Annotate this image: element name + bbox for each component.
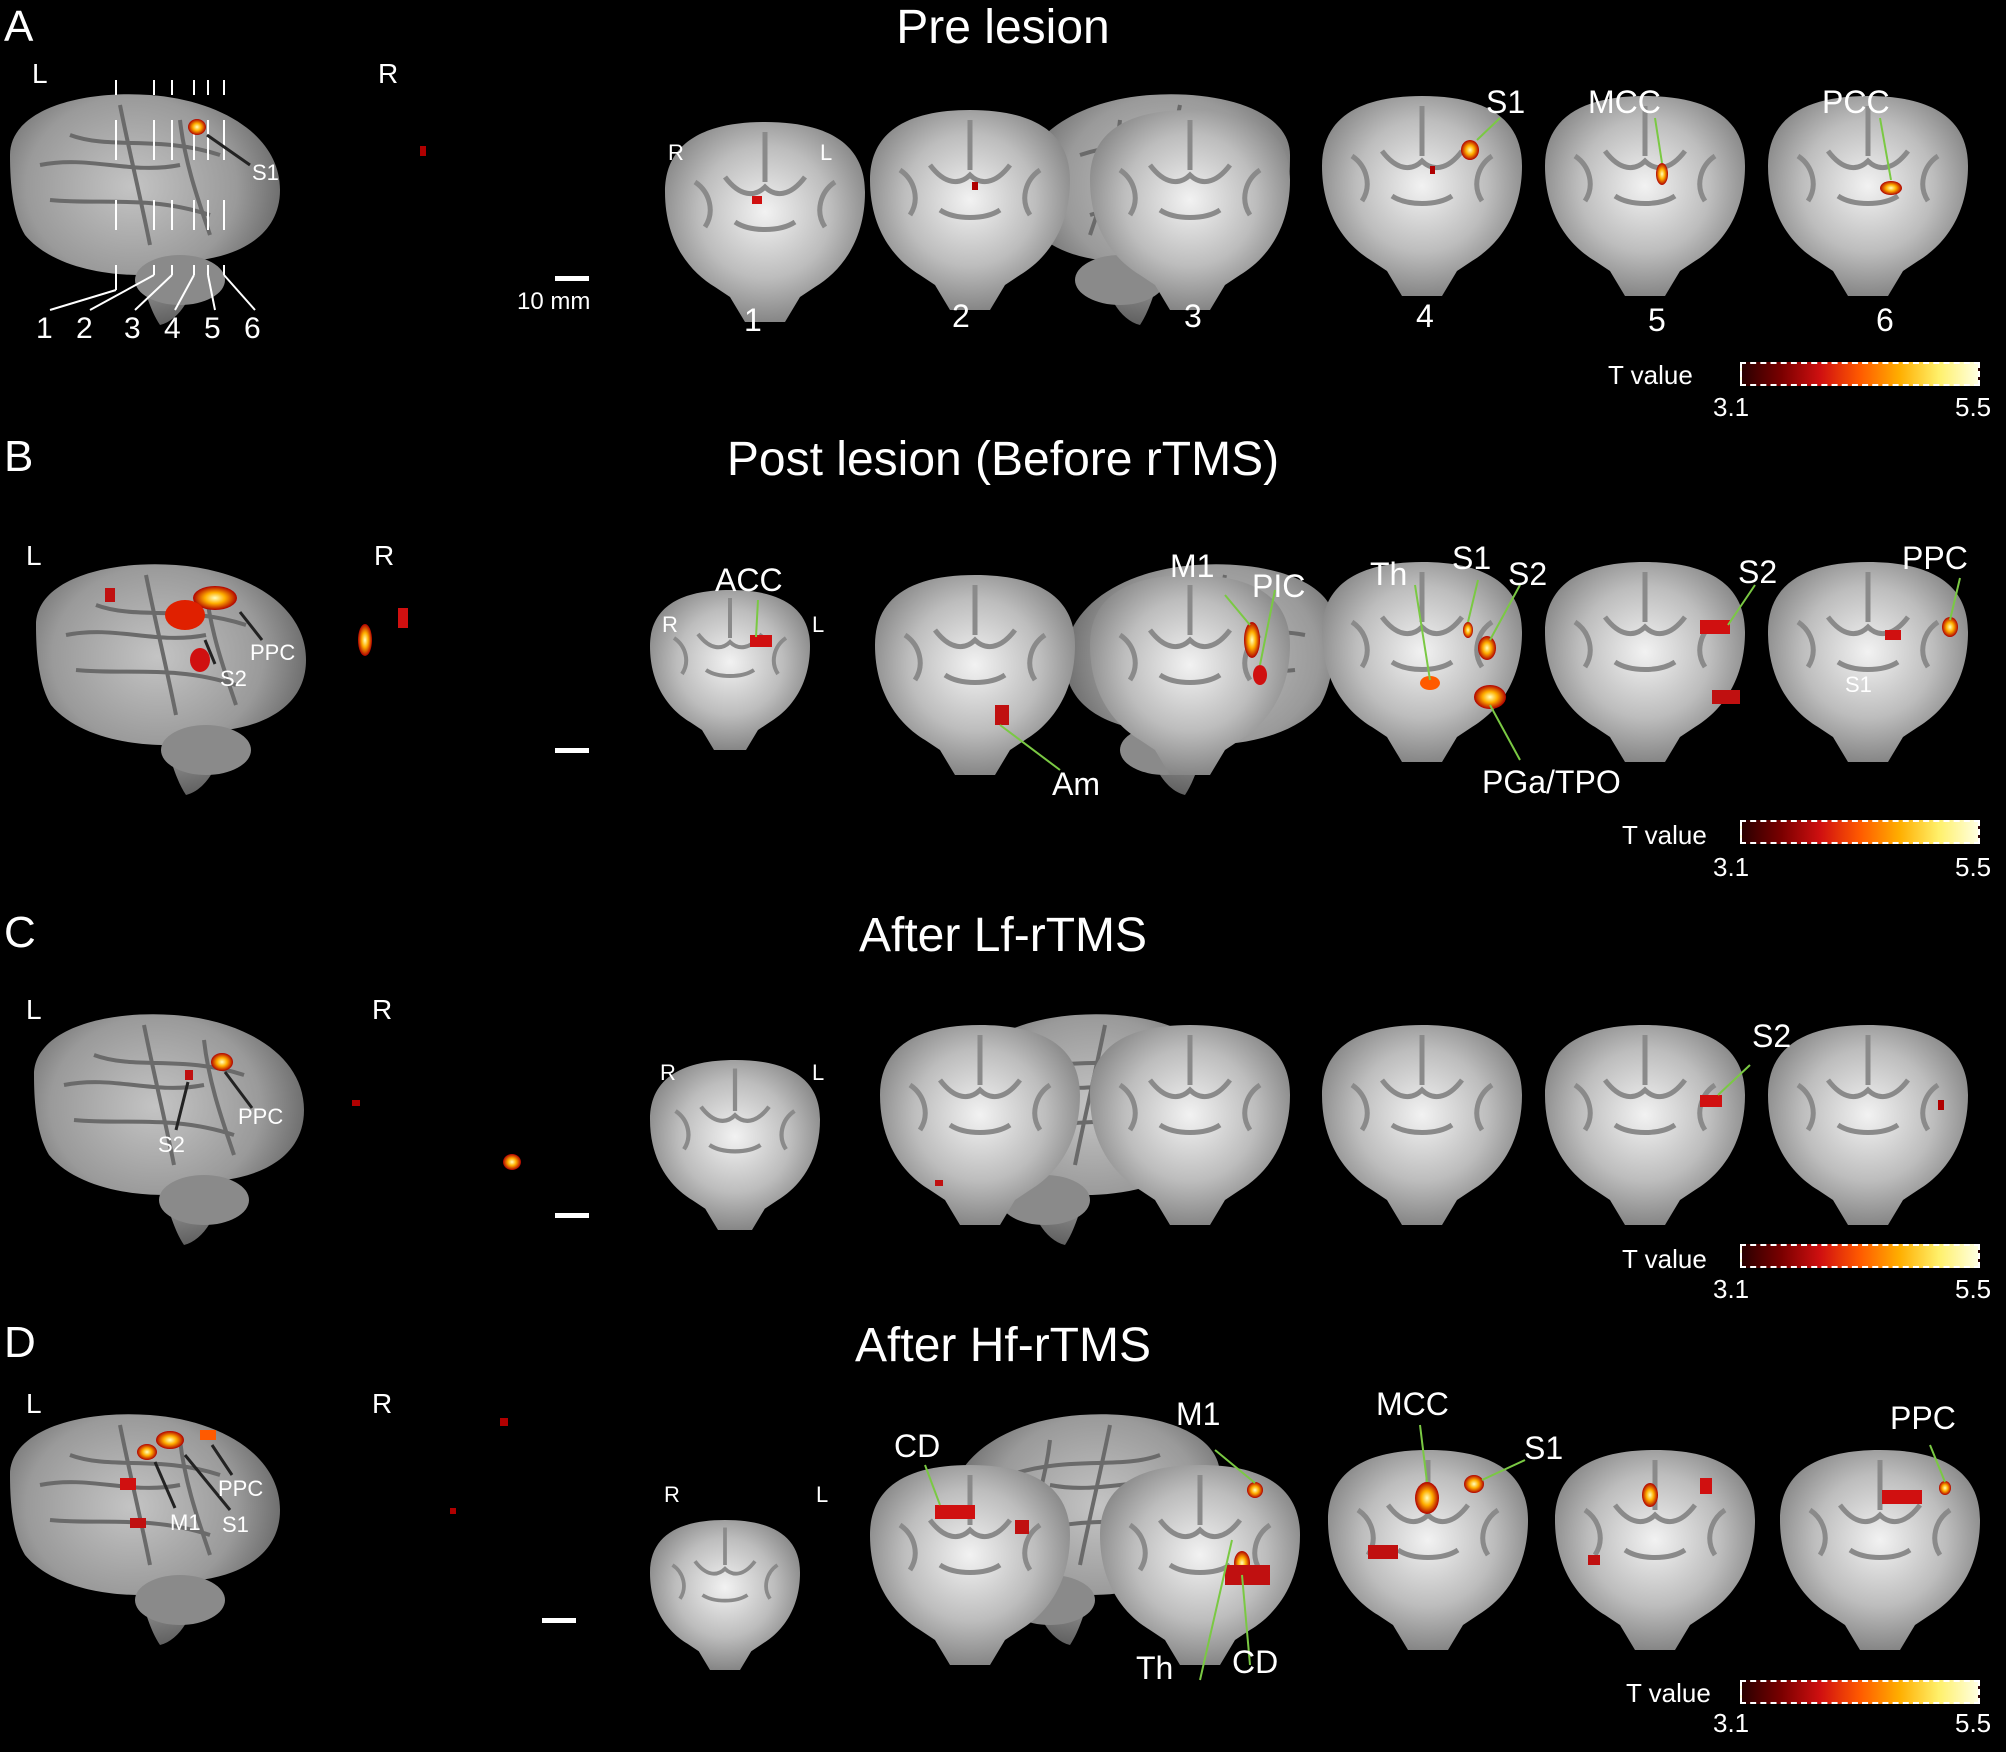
- scale-bar: [555, 276, 589, 281]
- region-label: S1: [252, 160, 279, 185]
- panel-letter: D: [4, 1318, 36, 1367]
- region-label: PGa/TPO: [1482, 764, 1621, 800]
- colorbar-min: 3.1: [1713, 1274, 1750, 1304]
- cut-number: 5: [204, 312, 221, 345]
- colorbar: [1740, 1680, 1980, 1704]
- right-hemisphere-label: R: [372, 994, 393, 1025]
- panel-letter: C: [4, 908, 36, 957]
- panel-title: After Lf-rTMS: [858, 909, 1148, 962]
- region-label: S2: [158, 1132, 185, 1157]
- right-hemisphere-label: R: [374, 540, 395, 571]
- colorbar: [1740, 362, 1980, 386]
- colorbar-title: T value: [1608, 360, 1693, 390]
- colorbar-max: 5.5: [1955, 852, 1992, 882]
- cut-number: 3: [124, 312, 141, 345]
- cut-number: 1: [36, 312, 53, 345]
- left-side-label: L: [816, 1482, 829, 1507]
- left-side-label: L: [812, 612, 825, 637]
- region-label: PCC: [1822, 84, 1890, 120]
- region-label: M1: [1176, 1396, 1221, 1432]
- right-side-label: R: [660, 1060, 676, 1085]
- panel-letter: B: [4, 432, 34, 481]
- slice-number: 2: [952, 298, 970, 334]
- slice-number: 5: [1648, 302, 1666, 338]
- left-hemisphere-label: L: [26, 1388, 42, 1419]
- colorbar-max: 5.5: [1955, 1708, 1992, 1738]
- colorbar: [1740, 1244, 1980, 1268]
- left-side-label: L: [812, 1060, 825, 1085]
- colorbar-max: 5.5: [1955, 392, 1992, 422]
- scale-label: 10 mm: [517, 288, 591, 315]
- region-label: PPC: [238, 1104, 284, 1129]
- right-side-label: R: [662, 612, 678, 637]
- left-hemisphere-label: L: [32, 58, 48, 89]
- region-label: PPC: [1890, 1400, 1956, 1436]
- region-label: ACC: [715, 562, 783, 598]
- region-label: PPC: [1902, 540, 1968, 576]
- right-hemisphere-label: R: [378, 58, 399, 89]
- right-side-label: R: [664, 1482, 680, 1507]
- region-label: PPC: [250, 640, 296, 665]
- region-label: S1: [222, 1512, 249, 1537]
- region-label: MCC: [1588, 84, 1661, 120]
- region-label: PIC: [1252, 568, 1306, 604]
- region-label: S2: [1508, 556, 1548, 592]
- slice-number: 1: [744, 302, 762, 338]
- panel-letter: A: [4, 2, 34, 51]
- colorbar-min: 3.1: [1713, 392, 1750, 422]
- region-label: MCC: [1376, 1386, 1449, 1422]
- slice-number: 3: [1184, 298, 1202, 334]
- region-label: CD: [1232, 1644, 1279, 1680]
- colorbar-max: 5.5: [1955, 1274, 1992, 1304]
- right-side-label: R: [668, 140, 684, 165]
- region-label: PPC: [218, 1476, 264, 1501]
- region-label: Am: [1052, 766, 1100, 802]
- region-label: S1: [1524, 1430, 1564, 1466]
- colorbar-title: T value: [1622, 820, 1707, 850]
- region-label: Th: [1136, 1650, 1174, 1686]
- region-label: S1: [1486, 84, 1526, 120]
- region-label: M1: [1170, 548, 1215, 584]
- right-hemisphere-label: R: [372, 1388, 393, 1419]
- slice-number: 6: [1876, 302, 1894, 338]
- panel-title: Post lesion (Before rTMS): [726, 433, 1280, 486]
- region-label: S1: [1845, 672, 1872, 697]
- left-hemisphere-label: L: [26, 540, 42, 571]
- region-label: S2: [220, 666, 247, 691]
- region-label: S2: [1738, 554, 1778, 590]
- cut-number: 2: [76, 312, 93, 345]
- colorbar-min: 3.1: [1713, 1708, 1750, 1738]
- cut-number: 4: [164, 312, 181, 345]
- region-label: M1: [170, 1510, 201, 1535]
- region-label: S1: [1452, 540, 1492, 576]
- region-label: CD: [894, 1428, 941, 1464]
- region-label: Th: [1370, 556, 1408, 592]
- left-side-label: L: [820, 140, 833, 165]
- left-hemisphere-label: L: [26, 994, 42, 1025]
- panel-title: Pre lesion: [896, 1, 1110, 54]
- colorbar: [1740, 820, 1980, 844]
- slice-number: 4: [1416, 298, 1434, 334]
- colorbar-title: T value: [1622, 1244, 1707, 1274]
- cut-number: 6: [244, 312, 261, 345]
- panel-title: After Hf-rTMS: [855, 1319, 1151, 1372]
- colorbar-title: T value: [1626, 1678, 1711, 1708]
- colorbar-min: 3.1: [1713, 852, 1750, 882]
- region-label: S2: [1752, 1018, 1792, 1054]
